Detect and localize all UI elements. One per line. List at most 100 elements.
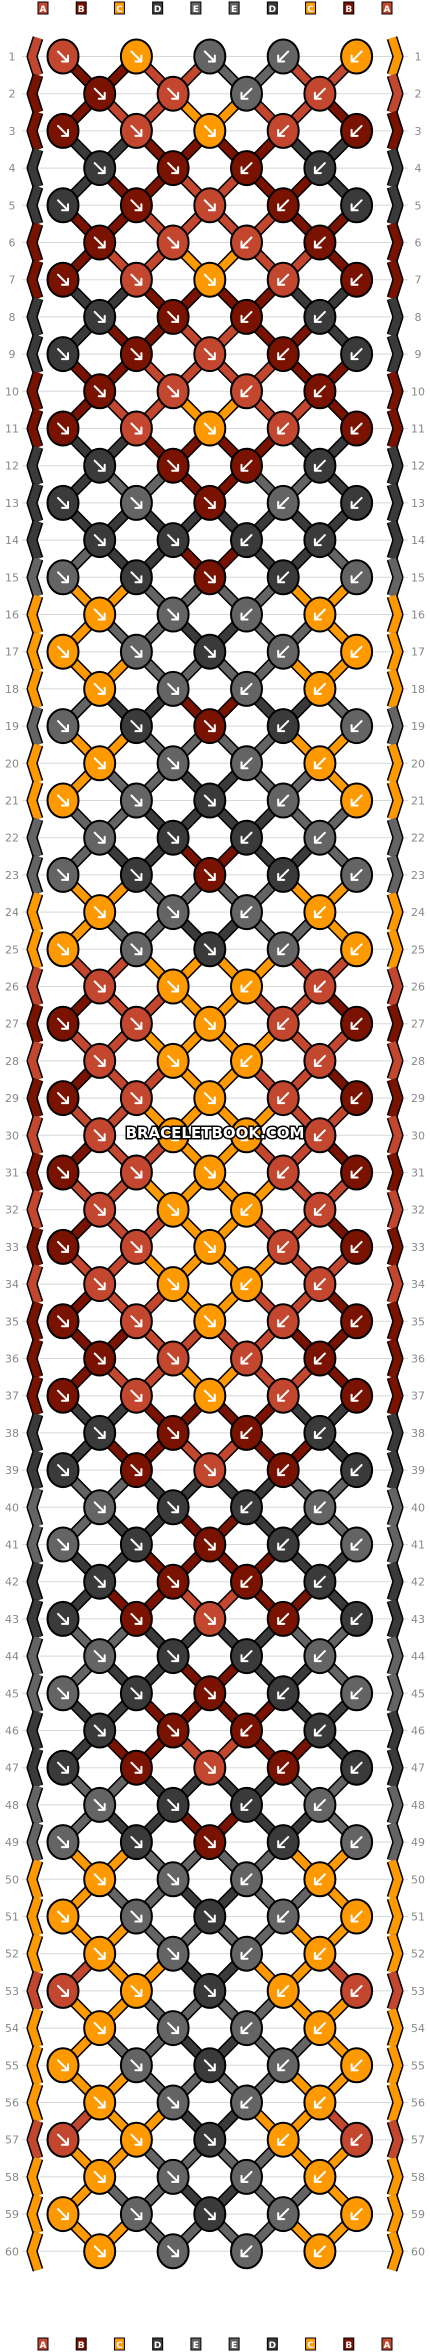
knot-arrow-icon xyxy=(350,868,363,881)
knot xyxy=(193,1005,227,1042)
row-number: 7 xyxy=(9,274,16,287)
knot xyxy=(303,522,337,559)
knot-arrow-icon xyxy=(203,1315,216,1328)
row-number: 1 xyxy=(415,51,422,64)
edge-thread xyxy=(388,1450,402,1490)
knot-arrow-icon xyxy=(167,310,180,323)
knot xyxy=(340,633,374,670)
edge-thread xyxy=(388,2082,402,2123)
edge-thread xyxy=(388,1971,402,2011)
knot-arrow-icon xyxy=(93,1575,106,1588)
knot xyxy=(83,894,117,931)
knot xyxy=(230,968,263,1005)
edge-thread xyxy=(388,185,402,226)
edge-thread xyxy=(28,1896,42,1937)
string-swatch xyxy=(37,1,49,15)
knot xyxy=(119,559,153,596)
bottom-string-label: E xyxy=(193,2341,199,2351)
knot xyxy=(230,819,263,856)
knot xyxy=(340,410,374,447)
knot-arrow-icon xyxy=(57,2059,69,2072)
knot xyxy=(193,782,227,819)
knot xyxy=(83,2158,117,2195)
top-string-label: D xyxy=(269,5,276,15)
knot xyxy=(156,1712,190,1749)
knot-arrow-icon xyxy=(57,1315,69,1328)
knot xyxy=(83,1191,117,1228)
edge-thread xyxy=(388,1227,402,1267)
knot xyxy=(340,1377,374,1414)
top-string-label: E xyxy=(231,5,237,15)
knot xyxy=(266,261,300,298)
knot xyxy=(303,1861,337,1898)
knot-arrow-icon xyxy=(93,1650,106,1663)
knot-arrow-icon xyxy=(277,794,290,807)
knot xyxy=(230,1861,263,1898)
knot xyxy=(340,2121,374,2158)
knot-arrow-icon xyxy=(240,2096,253,2109)
knot-arrow-icon xyxy=(277,1910,290,1923)
string-swatch xyxy=(228,2337,240,2351)
knot xyxy=(230,745,263,782)
knot xyxy=(340,2047,374,2084)
edge-thread xyxy=(28,408,42,449)
knot-arrow-icon xyxy=(313,831,326,844)
knot-arrow-icon xyxy=(350,2133,363,2146)
knot-arrow-icon xyxy=(203,124,216,137)
knot-arrow-icon xyxy=(57,422,69,435)
edge-thread xyxy=(28,1264,42,1304)
knot-arrow-icon xyxy=(167,906,180,919)
knot-arrow-icon xyxy=(277,1092,290,1105)
edge-thread xyxy=(388,1785,402,1825)
knot-arrow-icon xyxy=(93,906,106,919)
knot xyxy=(193,931,227,968)
row-number: 32 xyxy=(411,1204,425,1217)
knot xyxy=(119,38,153,75)
edge-thread xyxy=(388,2045,402,2086)
knot-arrow-icon xyxy=(57,273,69,286)
row-number: 46 xyxy=(411,1725,425,1738)
string-swatch xyxy=(75,1,87,15)
knot xyxy=(266,2196,300,2233)
row-number: 13 xyxy=(411,497,425,510)
knot-arrow-icon xyxy=(167,236,180,249)
knot xyxy=(340,1080,374,1117)
row-number: 28 xyxy=(411,1055,425,1068)
knot-arrow-icon xyxy=(57,1464,69,1477)
row-number: 56 xyxy=(5,2097,19,2110)
knot-arrow-icon xyxy=(167,162,180,175)
knot-arrow-icon xyxy=(313,1501,326,1514)
knot-arrow-icon xyxy=(57,1538,69,1551)
edge-thread xyxy=(28,1078,42,1118)
edge-thread xyxy=(28,1189,42,1230)
knot-arrow-icon xyxy=(313,236,326,249)
knot-arrow-icon xyxy=(350,1166,363,1179)
knot xyxy=(46,410,80,447)
edge-thread xyxy=(388,1078,402,1118)
knot xyxy=(230,1786,263,1823)
knot xyxy=(46,261,80,298)
knot-arrow-icon xyxy=(167,534,180,547)
knot-arrow-icon xyxy=(203,348,216,361)
knot xyxy=(230,1340,263,1377)
knot xyxy=(119,187,153,224)
knot-arrow-icon xyxy=(240,534,253,547)
knot-arrow-icon xyxy=(277,1836,290,1849)
row-number: 31 xyxy=(411,1167,425,1180)
knot xyxy=(230,150,263,187)
edge-thread xyxy=(388,892,402,932)
knot-arrow-icon xyxy=(240,831,253,844)
knot-arrow-icon xyxy=(130,1687,143,1700)
edge-thread xyxy=(28,669,42,709)
knot-arrow-icon xyxy=(313,1054,326,1067)
knot-arrow-icon xyxy=(203,943,216,956)
knot xyxy=(193,1526,227,1563)
knot xyxy=(46,112,80,149)
knot xyxy=(119,708,153,745)
knot xyxy=(266,1377,300,1414)
knot-arrow-icon xyxy=(277,571,290,584)
knot-arrow-icon xyxy=(57,1984,69,1997)
knot-arrow-icon xyxy=(130,273,143,286)
